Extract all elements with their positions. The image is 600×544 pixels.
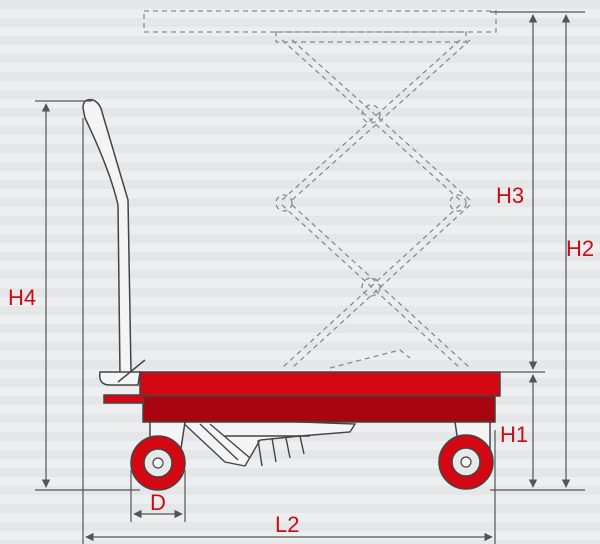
label-h4: H4 (8, 285, 36, 310)
platform (103, 371, 501, 423)
hydraulic-cylinder-ghost (329, 349, 411, 369)
undercarriage-linkage (179, 417, 357, 467)
handle (82, 98, 146, 386)
right-caster (438, 421, 494, 490)
lower-center-pivot (361, 277, 381, 297)
handle-joint (98, 371, 141, 386)
label-h3: H3 (496, 183, 524, 208)
raised-platform (143, 10, 497, 33)
foot-pedal (103, 394, 145, 404)
raised-position-ghost (143, 10, 497, 369)
label-h1: H1 (500, 422, 528, 447)
left-wheel-hub (152, 457, 164, 469)
handle-brace (117, 359, 146, 383)
handle-bar (82, 98, 132, 378)
lower-scissor-arms (281, 204, 471, 369)
upper-scissor-arms (281, 39, 471, 201)
right-mid-pivot (449, 194, 467, 212)
right-wheel-hub (460, 456, 472, 468)
platform-top (139, 371, 501, 397)
label-l2: L2 (275, 512, 299, 537)
left-mid-pivot (275, 194, 293, 212)
left-caster (130, 421, 186, 491)
upper-center-pivot (361, 104, 381, 124)
dimension-lines (35, 11, 585, 544)
dimension-labels: H3 H2 H1 H4 D L2 (8, 183, 594, 537)
label-h2: H2 (566, 236, 594, 261)
raised-scissor-bracket (275, 31, 467, 43)
label-d: D (150, 490, 166, 515)
platform-lower (142, 395, 496, 423)
